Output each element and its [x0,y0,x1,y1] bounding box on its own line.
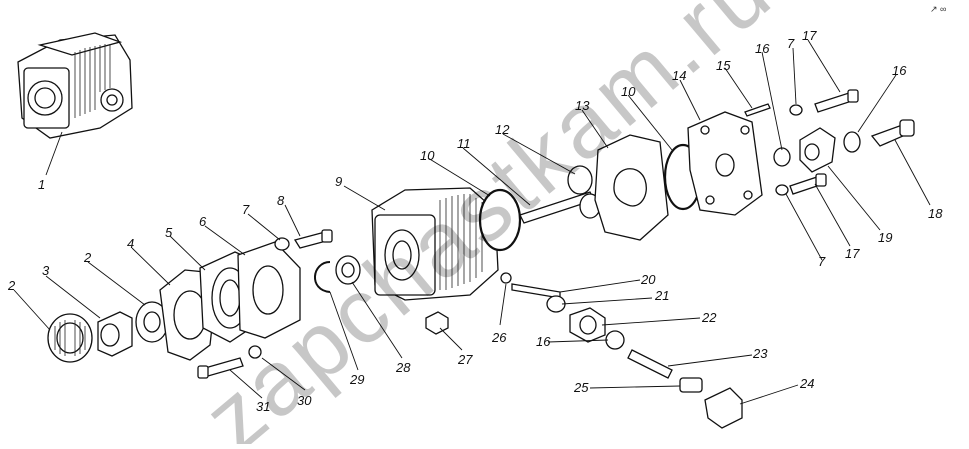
part-2-gear-left [47,313,93,363]
part-16-seal-ring-b [843,131,861,153]
callout-8: 8 [277,193,285,208]
callout-23: 23 [752,346,768,361]
callout-22: 22 [701,310,717,325]
callout-labels: 1 2 3 2 4 5 6 7 8 9 10 11 12 13 10 14 15… [7,28,943,414]
callout-14: 14 [672,68,686,83]
callout-16-lower: 16 [536,334,551,349]
callout-20: 20 [640,272,656,287]
callout-18: 18 [928,206,943,221]
watermark-text: zapchastkam.ru [185,0,791,444]
callout-21: 21 [654,288,669,303]
part-23-spring [627,349,673,379]
callout-29: 29 [349,372,364,387]
callout-11: 11 [457,136,471,151]
callout-28: 28 [395,360,411,375]
part-17-bolt-top [814,89,859,113]
part-3-coupling [97,311,133,357]
callout-4: 4 [127,236,134,251]
part-17-bolt-lower [789,173,827,195]
part-29-retaining-ring [314,261,331,293]
part-30-washer [248,345,262,359]
callout-25: 25 [573,380,589,395]
callout-16-top: 16 [755,41,770,56]
callout-7-left: 7 [242,202,250,217]
callout-7-lower: 7 [818,254,826,269]
part-1-pump-assembly [17,32,133,139]
callout-17-top: 17 [802,28,817,43]
callout-13: 13 [575,98,590,113]
part-22-valve-body [569,307,606,343]
part-28-bearing [335,255,361,285]
part-18-union-bolt [870,119,915,147]
part-7-washer-right [789,104,803,116]
callout-3: 3 [42,263,50,278]
callout-5: 5 [165,225,173,240]
callout-6: 6 [199,214,207,229]
part-31-long-bolt [197,357,244,379]
part-2-gear-second [135,301,169,343]
part-24-cap-nut [704,387,743,429]
callout-16-right: 16 [892,63,907,78]
corner-mark: ↗ ∞ [930,4,946,14]
callout-2-second: 2 [83,250,92,265]
callout-12: 12 [495,122,510,137]
part-13-end-plate [594,134,669,241]
callout-24: 24 [799,376,814,391]
callout-17-lower: 17 [845,246,860,261]
callout-1: 1 [38,177,45,192]
callout-30: 30 [297,393,312,408]
part-16-seal-ring-c [605,330,625,350]
callout-26: 26 [491,330,507,345]
part-19-fitting [799,127,836,173]
part-7-washer-lower [775,184,789,196]
part-9-main-housing [371,187,499,301]
part-14-rear-cover [687,111,763,216]
part-7-washer-left [274,237,290,251]
callout-19: 19 [878,230,892,245]
part-27-nut [425,311,449,335]
part-25-spring-coil [679,377,703,393]
callout-2-left: 2 [7,278,16,293]
part-10-oring-left [478,188,522,252]
part-15-pin [744,103,771,117]
part-26-ball [500,272,512,284]
leader-lines [13,39,931,405]
callout-9: 9 [335,174,342,189]
callout-31: 31 [256,399,270,414]
part-8-bolt-left [293,229,333,249]
callout-27: 27 [457,352,473,367]
callout-10-left: 10 [420,148,435,163]
callout-7-top: 7 [787,36,795,51]
part-16-seal-ring-a [773,147,791,167]
callout-10-right: 10 [621,84,636,99]
callout-15: 15 [716,58,731,73]
